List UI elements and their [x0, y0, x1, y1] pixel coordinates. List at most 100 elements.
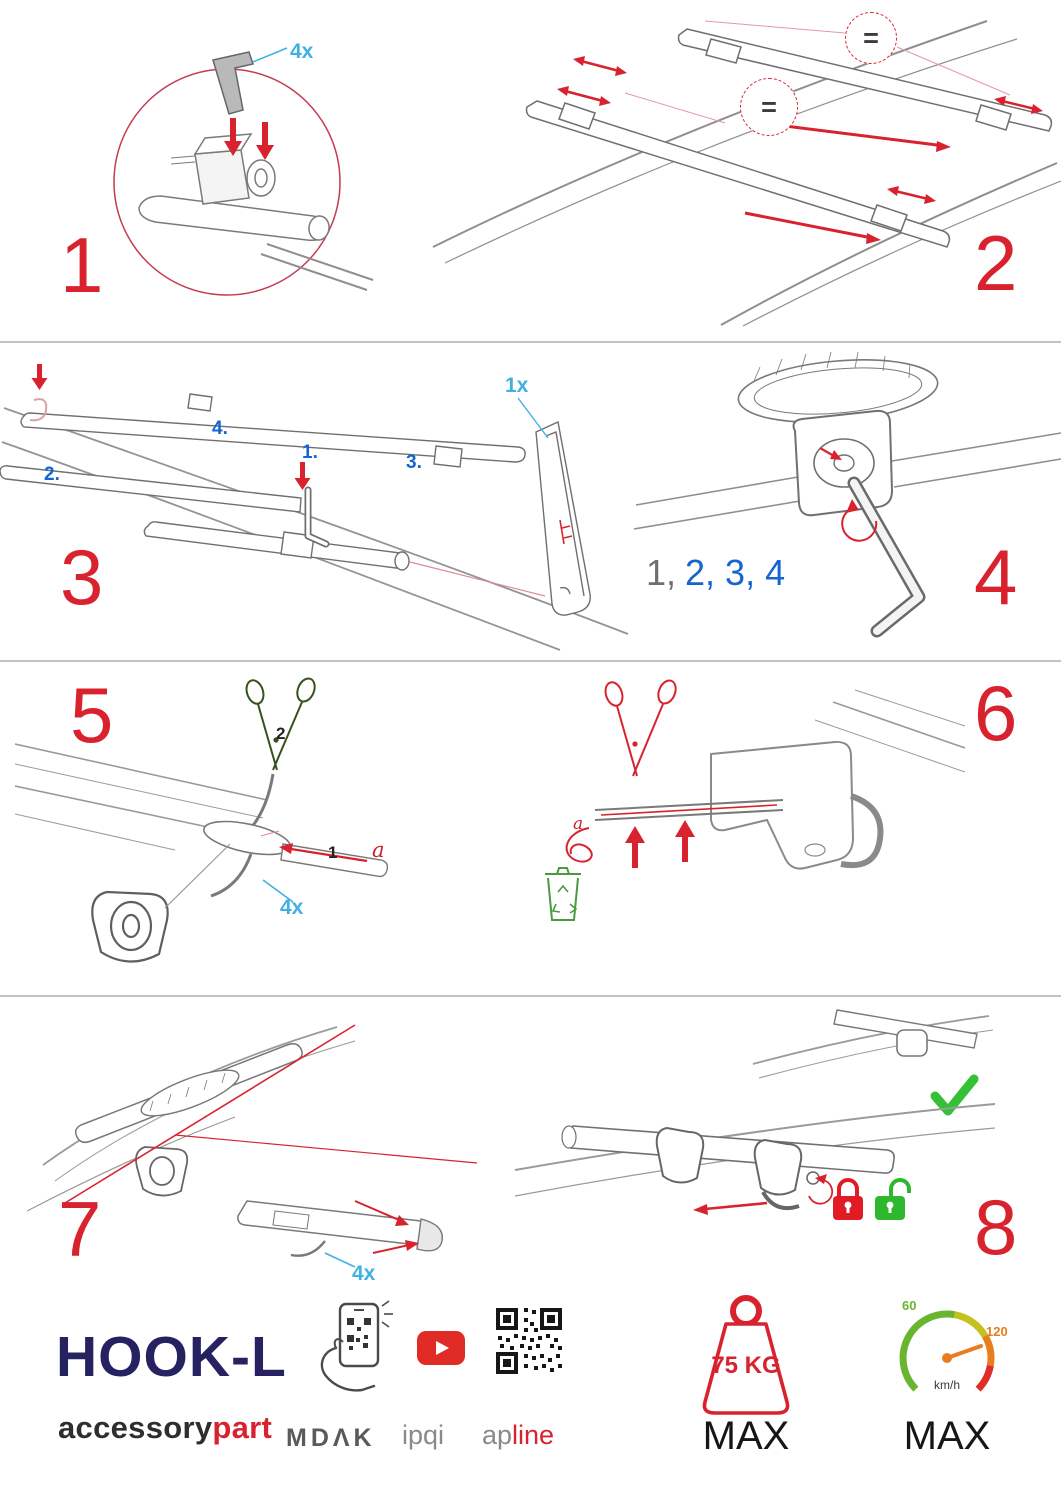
- sequence-done: 1,: [646, 552, 677, 593]
- section-divider-2: [0, 660, 1061, 662]
- strap: [249, 773, 275, 829]
- qr-mini: [347, 1318, 371, 1350]
- step-5-point-a: a: [372, 838, 385, 862]
- step-6-illustration: [545, 679, 965, 921]
- step-1-number: 1: [60, 221, 105, 309]
- max-load-value: 75 KG: [711, 1352, 781, 1379]
- brand-prefix: accessory: [58, 1410, 213, 1445]
- youtube-icon: [417, 1331, 465, 1365]
- step-3-item-4: 4.: [212, 418, 228, 439]
- roof-edge: [814, 689, 965, 773]
- rotate-arrow: [841, 499, 878, 542]
- step-3-item-3: 3.: [406, 452, 422, 473]
- phone-scan-icon: [320, 1300, 393, 1392]
- step-7-number: 7: [58, 1185, 103, 1273]
- step-6-point-a: a: [573, 814, 584, 834]
- step-3-item-2: 2.: [44, 464, 60, 485]
- scissors-icon: [245, 677, 316, 771]
- step-3-qty-label: 1x: [505, 374, 529, 397]
- weight-icon: [702, 1295, 790, 1415]
- play-triangle: [436, 1341, 449, 1355]
- logo-apline-prefix: ap: [482, 1420, 513, 1450]
- max-speed-label: MAX: [903, 1414, 991, 1458]
- logo-mdak: MDΛK: [286, 1424, 376, 1452]
- step-5-illustration: [15, 677, 389, 963]
- section-divider-1: [0, 341, 1061, 343]
- clamp-body: [792, 409, 894, 517]
- step-7-illustration: [26, 1024, 478, 1268]
- allen-key: [847, 476, 926, 638]
- push-up-arrows: [625, 820, 695, 868]
- step-4-number: 4: [974, 533, 1019, 621]
- qr-code: [496, 1308, 562, 1374]
- qty-leader-line: [252, 47, 288, 63]
- trash-recycle-icon: [545, 867, 581, 921]
- qty-leader-line: [517, 397, 549, 439]
- speed-low-tick: 60: [902, 1298, 917, 1313]
- roof-rail: [633, 432, 1061, 530]
- brand-name: accessorypart: [58, 1410, 272, 1446]
- sequence-todo: 2, 3, 4: [685, 552, 786, 593]
- step-2-illustration: [432, 20, 1061, 327]
- clamp: [135, 1146, 189, 1197]
- scissors-icon: [604, 679, 677, 777]
- step-6-number: 6: [974, 669, 1019, 757]
- step-2-number: 2: [974, 219, 1019, 307]
- crossbar-end: [737, 351, 939, 423]
- hook-bracket-part: [212, 51, 254, 115]
- equal-spacing-badge-mid: =: [740, 78, 798, 136]
- step-1-qty-label: 4x: [290, 40, 314, 63]
- measure-arrows: [557, 56, 1043, 244]
- crossbars: [0, 393, 526, 571]
- strap-curl: [29, 398, 48, 422]
- step-3-number: 3: [60, 533, 105, 621]
- padlock-closed-icon: [833, 1178, 863, 1220]
- insert-arrows: [31, 364, 311, 490]
- step-8-number: 8: [974, 1183, 1019, 1271]
- end-cap-detail: [237, 1200, 444, 1257]
- crossbars: [525, 28, 1053, 248]
- crossbar-end: [138, 195, 374, 291]
- strap-cover-tool: [535, 420, 591, 616]
- checkmark-icon: [930, 1074, 979, 1116]
- pull-arrow: [279, 843, 368, 863]
- step-5-label-2: 2: [276, 724, 286, 743]
- step-3-illustration: [0, 364, 629, 651]
- screw-arrow: [819, 447, 842, 460]
- clamps: [655, 1126, 820, 1211]
- leader-line: [409, 561, 546, 597]
- insert-arrows: [354, 1200, 419, 1254]
- sight-line-2: [174, 1134, 478, 1164]
- section-divider-3: [0, 995, 1061, 997]
- max-load-label: MAX: [702, 1414, 790, 1458]
- logo-apline-suffix: line: [512, 1420, 555, 1450]
- cut-strap-curl: [565, 827, 593, 863]
- crossbar: [561, 1125, 895, 1174]
- brand-suffix: part: [212, 1410, 273, 1445]
- product-name: HOOK-L: [56, 1325, 287, 1389]
- step-4-illustration: [633, 351, 1061, 638]
- step-8-illustration: [515, 1009, 995, 1220]
- step-5-label-1: 1: [328, 843, 338, 862]
- strap-channel: [594, 799, 784, 821]
- bar-opening: [203, 820, 291, 856]
- padlock-open-icon: [875, 1178, 911, 1220]
- equal-sign: =: [761, 91, 777, 122]
- qty-leader-line: [262, 879, 294, 903]
- gauge-needle: [945, 1344, 983, 1360]
- tool-marks: [559, 519, 573, 545]
- mini-view-bar: [833, 1009, 978, 1057]
- speedometer-icon: [899, 1310, 995, 1392]
- speed-unit: km/h: [933, 1378, 960, 1392]
- step-1-illustration: [113, 47, 374, 296]
- clamp: [91, 890, 169, 963]
- step-7-qty-label: 4x: [352, 1262, 376, 1285]
- allen-key: [304, 486, 330, 548]
- speed-high-tick: 120: [986, 1324, 1008, 1339]
- qty-leader-line: [324, 1252, 356, 1268]
- step-5-number: 5: [70, 671, 115, 759]
- strap-tail: [210, 853, 253, 898]
- equal-spacing-badge-top: =: [845, 12, 897, 64]
- step-4-sequence: 1,2, 3, 4: [646, 552, 785, 594]
